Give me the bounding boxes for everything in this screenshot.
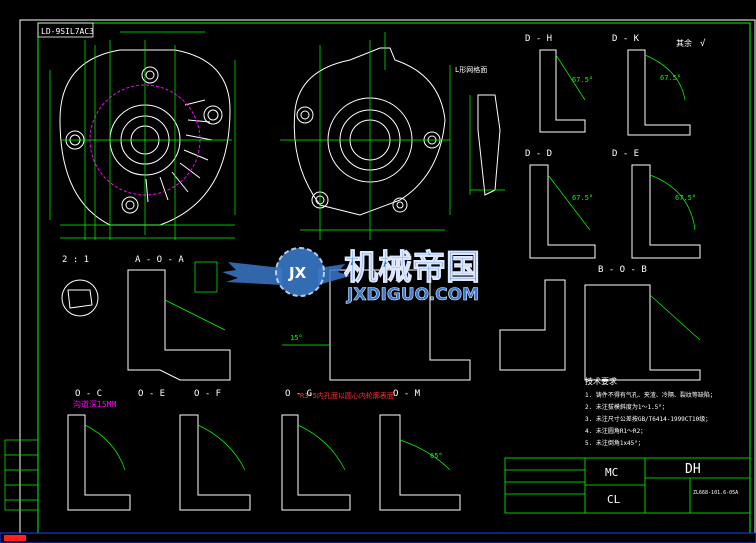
section-de-label: D - E <box>612 149 639 159</box>
section-dd-label: D - D <box>525 149 552 159</box>
watermark-gear-icon <box>275 247 325 297</box>
tech-notes: 技术要求 1. 铸件不得有气孔、夹渣、冷隔、裂纹等缺陷； 2. 未注拔模斜度为1… <box>585 376 716 447</box>
angle-bottom: 65° <box>430 452 443 460</box>
watermark-wing-left <box>222 262 282 285</box>
part-code-label: LD-9SIL7AC3 <box>41 27 94 36</box>
title-mc: MC <box>605 466 618 479</box>
scale-detail: 2 : 1 <box>61 255 99 317</box>
angle-15: 15° <box>290 334 303 342</box>
section-bob: B - O - B <box>584 265 701 381</box>
notes-item-5: 5. 未注倒角1x45°； <box>585 439 644 447</box>
part-code-box <box>37 22 94 38</box>
watermark: JX 机械帝国 JXDIGUO.COM <box>222 247 481 305</box>
watermark-cn: 机械帝国 <box>344 248 480 288</box>
section-mid-right <box>499 279 566 371</box>
section-dk: D - K 67.5° 其余 √ <box>612 34 706 136</box>
section-of-label: O - F <box>194 389 221 399</box>
title-logo: DH <box>685 462 701 477</box>
status-bar <box>0 532 756 543</box>
front-view-dims <box>49 31 236 240</box>
angle-de: 67.5° <box>675 194 696 202</box>
watermark-badge: JX <box>288 264 307 282</box>
angle-dk: 67.5° <box>660 74 681 82</box>
status-bar-marker <box>4 535 26 541</box>
notes-title: 技术要求 <box>585 376 617 386</box>
watermark-wing-right <box>318 264 350 285</box>
section-bob-label: B - O - B <box>598 265 647 275</box>
title-drawing-no: ZL668-101.6-05A <box>693 490 738 496</box>
bottom-section-arcs <box>84 424 451 471</box>
red-note: R3*5内孔面以圆心内轮廓表面 <box>300 391 394 400</box>
roughness-symbol: √ <box>700 38 706 49</box>
section-dh-label: D - H <box>525 34 552 44</box>
scale-label: 2 : 1 <box>62 255 89 265</box>
section-center-mid: 15° <box>282 269 471 381</box>
title-block <box>504 457 751 514</box>
watermark-en: JXDIGUO.COM <box>346 285 479 305</box>
section-oc-label: O - C <box>75 389 102 399</box>
section-oe-label: O - E <box>138 389 165 399</box>
l-view-title: L形网格面 <box>455 65 487 74</box>
bottom-sections <box>67 414 461 511</box>
section-og-label: O - G <box>285 389 312 399</box>
angle-dh: 67.5° <box>572 76 593 84</box>
section-dk-label: D - K <box>612 34 640 44</box>
notes-item-1: 1. 铸件不得有气孔、夹渣、冷隔、裂纹等缺陷； <box>585 391 716 399</box>
l-section-view: L形网格面 <box>455 65 505 196</box>
section-dd: D - D 67.5° <box>525 149 596 259</box>
back-view-dims <box>280 32 451 240</box>
section-om-label: O - M <box>393 389 421 399</box>
notes-item-2: 2. 未注拔模斜度为1～1.5°； <box>585 403 668 411</box>
section-aoa-label: A - O - A <box>135 255 184 265</box>
section-dh: D - H 67.5° <box>525 34 593 133</box>
angle-dd: 67.5° <box>572 194 593 202</box>
back-view <box>293 47 446 216</box>
title-cl: CL <box>607 493 621 506</box>
pink-note: 沟道深15MM <box>73 399 116 409</box>
side-revision-table <box>4 439 39 511</box>
notes-item-4: 4. 未注圆角R1～R2； <box>585 427 646 435</box>
section-de: D - E 67.5° <box>612 149 701 259</box>
notes-item-3: 3. 未注尺寸公差按GB/T6414-1999CT10级； <box>585 415 711 423</box>
roughness-note: 其余 <box>676 38 692 48</box>
section-aoa: A - O - A <box>127 255 231 381</box>
